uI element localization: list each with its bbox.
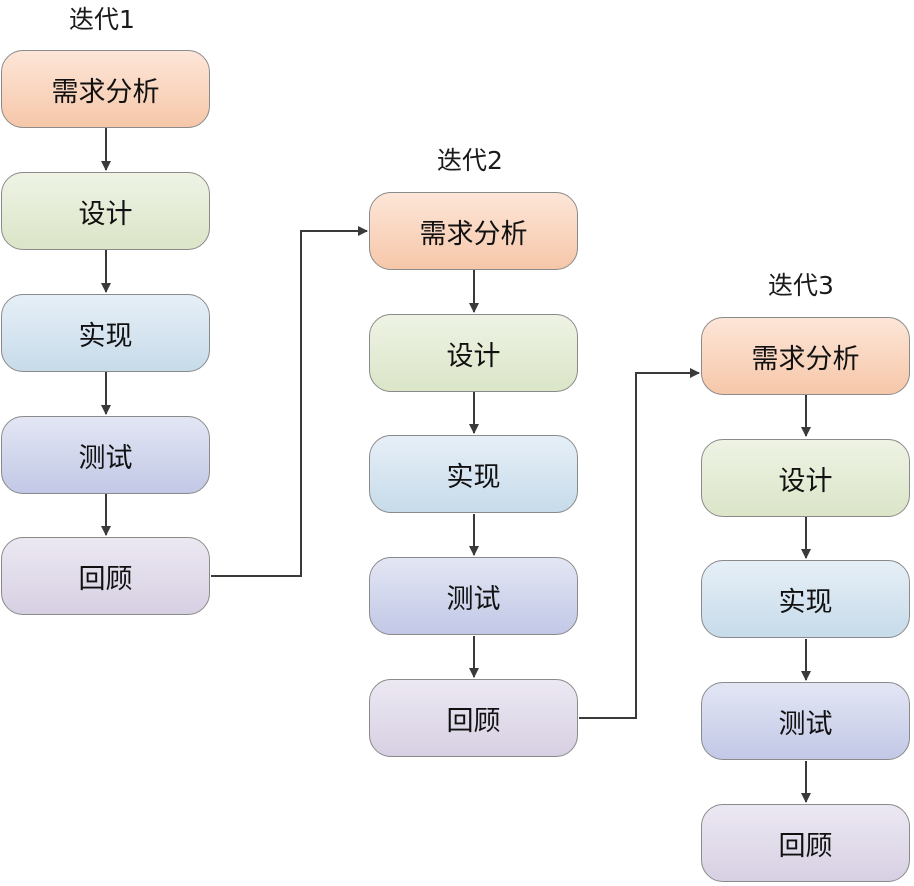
iter1-node-implementation: 实现	[1, 294, 210, 372]
iter1-node-requirements-analysis: 需求分析	[1, 50, 210, 128]
iteration-2-title: 迭代2	[437, 146, 503, 175]
iter3-node-requirements-analysis: 需求分析	[701, 317, 910, 395]
iter3-node-review: 回顾	[701, 804, 910, 882]
iter1-node-design: 设计	[1, 172, 210, 250]
iter2-node-design: 设计	[369, 314, 578, 392]
iter1-node-testing: 测试	[1, 416, 210, 494]
iter2-node-requirements-analysis: 需求分析	[369, 192, 578, 270]
arrow-iter1-review-to-iter2-analysis	[211, 226, 368, 577]
iter2-node-implementation: 实现	[369, 435, 578, 513]
iter2-node-review: 回顾	[369, 679, 578, 757]
iter3-node-implementation: 实现	[701, 560, 910, 638]
iter1-node-review: 回顾	[1, 537, 210, 615]
iter3-node-design: 设计	[701, 439, 910, 517]
iteration-3-title: 迭代3	[768, 271, 834, 300]
iter3-node-testing: 测试	[701, 682, 910, 760]
iter2-node-testing: 测试	[369, 557, 578, 635]
arrow-iter2-review-to-iter3-analysis	[579, 368, 700, 719]
iteration-1-title: 迭代1	[69, 5, 135, 34]
